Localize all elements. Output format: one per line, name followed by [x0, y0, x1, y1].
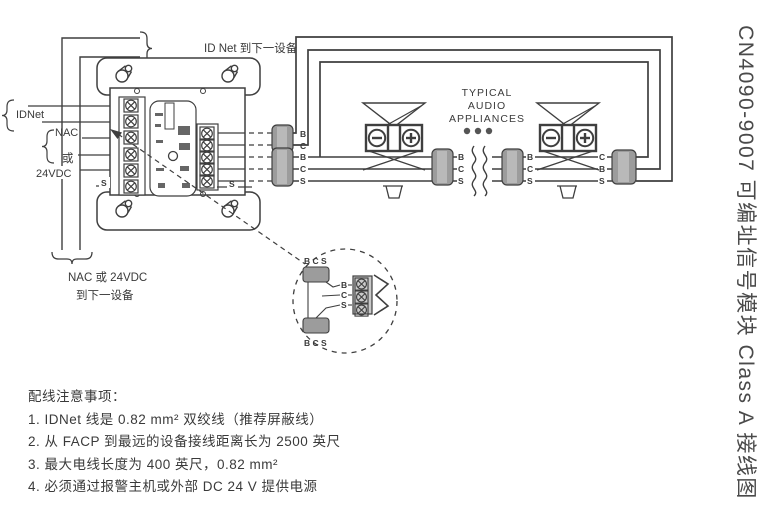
shield-left-label: S: [101, 178, 107, 188]
svg-text:B: B: [458, 152, 464, 162]
module-output-stubs: [218, 132, 272, 182]
svg-text:B: B: [599, 164, 605, 174]
svg-text:B: B: [527, 152, 533, 162]
label-mask: [227, 178, 238, 189]
class-a-return-loop: [293, 36, 673, 182]
cable-break: [471, 145, 488, 197]
svg-text:TYPICAL: TYPICAL: [462, 87, 513, 99]
nac-or-24vdc-label: NAC 或 24VDC: [68, 271, 147, 284]
svg-text:S: S: [341, 300, 347, 310]
svg-text:B: B: [341, 280, 347, 290]
nac-out-brace: [51, 251, 93, 265]
nac-in-brace: [41, 129, 55, 164]
notes-heading: 配线注意事项：: [28, 389, 126, 404]
idnet-in-label: IDNet: [16, 109, 44, 121]
svg-text:S: S: [458, 176, 464, 186]
typical-audio-appliances-caption: TYPICAL AUDIO APPLIANCES: [449, 87, 525, 125]
svg-text:AUDIO: AUDIO: [468, 100, 506, 112]
svg-text:APPLIANCES: APPLIANCES: [449, 113, 525, 125]
detail-contents: B C S B C S B C S: [302, 256, 390, 348]
or-label: 或: [62, 152, 74, 165]
note-item-4: 4. 必须通过报警主机或外部 DC 24 V 提供电源: [28, 479, 318, 494]
note-item-1: 1. IDNet 线是 0.82 mm² 双绞线（推荐屏蔽线）: [28, 411, 324, 427]
note-item-2: 2. 从 FACP 到最远的设备接线距离长为 2500 英尺: [28, 434, 341, 449]
page-title: CN4090-9007 可编址信号模块 Class A 接线图: [734, 25, 757, 500]
shield-right-label: S: [229, 179, 235, 189]
svg-text:C: C: [300, 141, 306, 151]
idnet-to-next-label: ID Net 到下一设备: [204, 41, 298, 55]
svg-text:C: C: [458, 164, 464, 174]
label-mask: [33, 166, 77, 179]
idnet-out-wires: [61, 37, 140, 250]
svg-text:B: B: [300, 129, 306, 139]
note-item-3: 3. 最大电线长度为 400 英尺，0.82 mm²: [28, 456, 279, 472]
svg-text:C: C: [527, 164, 533, 174]
svg-text:B: B: [300, 152, 306, 162]
callout-arrowhead: [110, 129, 122, 139]
wiring-notes: 配线注意事项： 1. IDNet 线是 0.82 mm² 双绞线（推荐屏蔽线） …: [28, 386, 498, 499]
svg-text:B C S: B C S: [304, 338, 327, 348]
speaker-2: [535, 101, 601, 200]
svg-text:S: S: [527, 176, 533, 186]
wire-labels: B C B C S B C S B C S C B S: [299, 129, 607, 186]
vdc24-label: 24VDC: [36, 168, 72, 180]
svg-text:S: S: [300, 176, 306, 186]
svg-text:C: C: [300, 164, 306, 174]
svg-text:C: C: [341, 290, 347, 300]
cable-connectors: [271, 124, 637, 187]
continuation-dots: [463, 127, 493, 135]
signal-module: [96, 57, 261, 231]
nac-in-label: NAC: [55, 127, 78, 139]
idnet-in-brace: [1, 99, 15, 132]
to-next-device-label: 到下一设备: [76, 288, 134, 302]
svg-text:S: S: [599, 176, 605, 186]
speaker-1: [361, 101, 427, 200]
callout-leader: [117, 133, 306, 265]
svg-text:C: C: [599, 152, 605, 162]
svg-text:B C S: B C S: [304, 256, 327, 266]
label-mask: [99, 177, 110, 188]
